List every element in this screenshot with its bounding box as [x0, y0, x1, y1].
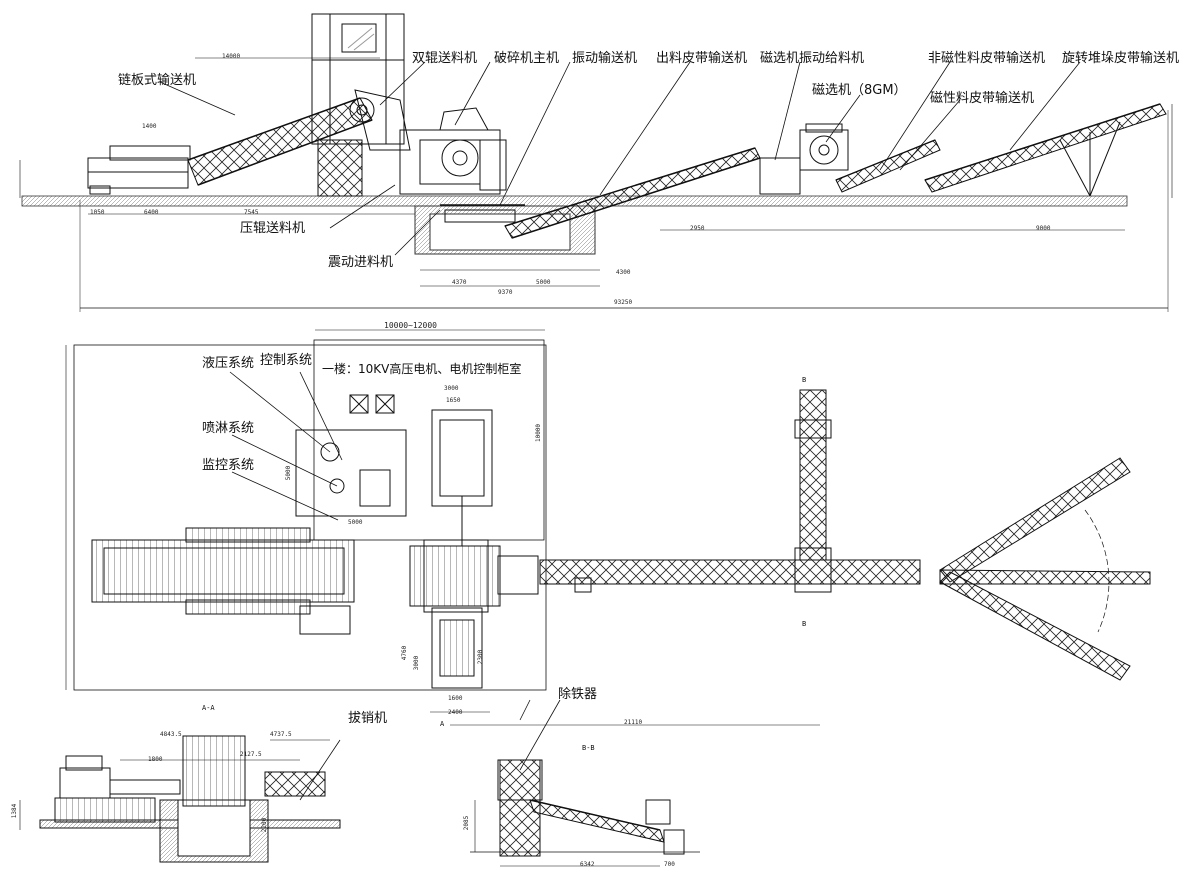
- label-chain-conveyor: 链板式输送机: [118, 73, 197, 88]
- dim-1600: 1600: [448, 695, 463, 702]
- dim-5000-height: 5000: [285, 465, 293, 481]
- plan-leaders: [229, 371, 531, 721]
- dim-5000-width: 5000: [348, 519, 363, 526]
- label-vibrating-conveyor: 振动输送机: [572, 51, 638, 66]
- dim-1650: 1650: [446, 397, 461, 404]
- dim-2400: 2400: [448, 709, 463, 716]
- dim-2085: 2085: [463, 815, 471, 831]
- dim-4760: 4760: [401, 645, 409, 661]
- dim-1050: 1050: [90, 209, 105, 216]
- dim-7545: 7545: [244, 209, 259, 216]
- label-magnetic-separator: 磁选机（8GM）: [812, 83, 907, 98]
- dim-1800: 1800: [148, 756, 163, 763]
- dim-1400: 1400: [142, 123, 157, 130]
- section-title-bb: B-B: [582, 744, 595, 752]
- dim-700: 700: [664, 861, 675, 868]
- dim-14000: 14000: [222, 53, 241, 60]
- dim-1384: 1384: [11, 803, 19, 819]
- label-double-roller-feeder: 双辊送料机: [412, 51, 478, 66]
- elevation-view: [19, 13, 1173, 312]
- label-spray-system: 喷淋系统: [202, 421, 255, 436]
- label-pressure-roller-feeder: 压辊送料机: [240, 221, 306, 236]
- elevation-leaders: [159, 61, 1081, 256]
- dim-9000: 9000: [1036, 225, 1051, 232]
- label-magnetic-belt: 磁性料皮带输送机: [930, 91, 1035, 106]
- dim-2127: 2127.5: [240, 751, 262, 758]
- dim-4737: 4737.5: [270, 731, 292, 738]
- plan-view: [65, 329, 1151, 726]
- label-rotary-stacking-belt: 旋转堆垛皮带输送机: [1062, 51, 1180, 66]
- dim-2300: 2300: [477, 649, 485, 665]
- dim-3000-vertical: 3000: [413, 655, 421, 671]
- discharge-belt-shape: [504, 147, 761, 239]
- label-control-system: 控制系统: [260, 353, 313, 368]
- dim-top-total: 93250: [614, 299, 633, 306]
- section-mark-b-bottom: B: [802, 620, 807, 628]
- label-iron-remover: 除铁器: [558, 687, 598, 702]
- label-discharge-belt: 出料皮带输送机: [656, 51, 748, 66]
- dim-3000: 3000: [444, 385, 459, 392]
- label-monitoring-system: 监控系统: [202, 458, 255, 473]
- section-bb: [470, 759, 700, 867]
- dim-4370: 4370: [452, 279, 467, 286]
- section-mark-b-top: B: [802, 376, 807, 384]
- label-nonmagnetic-belt: 非磁性料皮带输送机: [928, 51, 1046, 66]
- chain-conveyor-shape: [187, 97, 373, 186]
- dim-21110: 21110: [624, 719, 643, 726]
- dim-9370: 9370: [498, 289, 513, 296]
- label-crusher-main: 破碎机主机: [494, 51, 560, 66]
- dim-6400: 6400: [144, 209, 159, 216]
- dim-4843: 4843.5: [160, 731, 182, 738]
- label-pin-puller: 拔销机: [348, 711, 388, 726]
- section-title-aa: A-A: [202, 704, 215, 712]
- section-mark-a: A: [440, 720, 445, 728]
- label-hydraulic-system: 液压系统: [202, 356, 255, 371]
- section-aa: [19, 735, 341, 863]
- dim-2200: 2200: [261, 817, 269, 833]
- label-vibrating-feeder: 震动进料机: [328, 255, 394, 270]
- dim-10000-12000: 10000~12000: [384, 321, 437, 330]
- label-magnetic-vib-feeder: 磁选机振动给料机: [760, 51, 865, 66]
- first-floor-note: 一楼：10KV高压电机、电机控制柜室: [322, 362, 522, 376]
- dim-5000-base: 5000: [536, 279, 551, 286]
- dim-10000: 10000: [535, 423, 543, 443]
- dim-2950: 2950: [690, 225, 705, 232]
- dim-4300: 4300: [616, 269, 631, 276]
- dim-6342: 6342: [580, 861, 595, 868]
- rotary-stacking-belt-shape: [924, 103, 1167, 197]
